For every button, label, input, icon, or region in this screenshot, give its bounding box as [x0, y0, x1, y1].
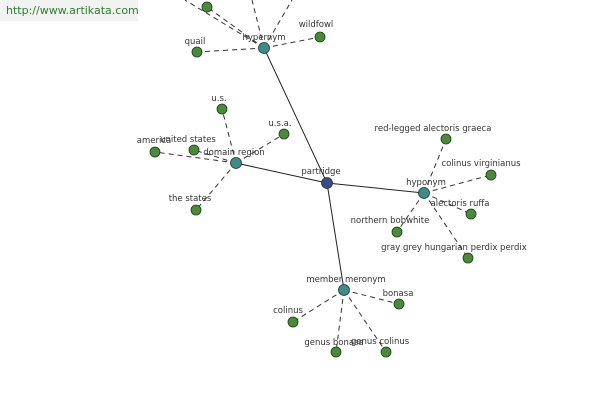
leaf-node[interactable]	[314, 31, 326, 43]
leaf-edge	[423, 174, 492, 194]
leaf-edge	[396, 192, 425, 233]
leaf-node-offscreen[interactable]	[201, 1, 213, 13]
leaf-label: bonasa	[383, 289, 414, 299]
leaf-node[interactable]	[485, 169, 497, 181]
relation-node-hypernym[interactable]	[258, 42, 270, 54]
leaf-label: u.s.a.	[268, 119, 291, 129]
leaf-node[interactable]	[462, 252, 474, 264]
relation-edge-hyponym	[326, 182, 425, 194]
leaf-node[interactable]	[278, 128, 290, 140]
relation-edge-member-meronym	[326, 182, 345, 291]
relation-label: domain region	[203, 148, 264, 158]
relation-node-member-meronym[interactable]	[338, 284, 350, 296]
leaf-node[interactable]	[149, 146, 161, 158]
leaf-edge	[221, 108, 237, 164]
relation-label: hyponym	[406, 178, 446, 188]
leaf-label: genus bonasa	[304, 338, 363, 348]
leaf-label: colinus virginianus	[441, 159, 521, 169]
relation-label: member meronym	[306, 275, 385, 285]
leaf-edge	[423, 192, 469, 259]
leaf-label: red-legged alectoris graeca	[375, 124, 492, 134]
leaf-edge	[292, 289, 345, 323]
leaf-edge	[423, 138, 447, 194]
leaf-label: wildfowl	[299, 20, 334, 30]
leaf-node[interactable]	[216, 103, 228, 115]
leaf-label: the states	[169, 194, 212, 204]
center-node[interactable]	[321, 177, 333, 189]
leaf-label: quail	[185, 37, 206, 47]
relation-node-hyponym[interactable]	[418, 187, 430, 199]
leaf-edge	[343, 289, 387, 353]
leaf-label: alectoris ruffa	[431, 199, 490, 209]
leaf-label: genus colinus	[351, 337, 410, 347]
watermark-url: http://www.artikata.com	[0, 0, 139, 21]
leaf-edge	[195, 162, 237, 211]
leaf-edge	[154, 151, 237, 164]
leaf-label: colinus	[273, 306, 303, 316]
leaf-edge	[263, 36, 321, 49]
leaf-node[interactable]	[190, 204, 202, 216]
leaf-node[interactable]	[188, 144, 200, 156]
relation-node-domain-region[interactable]	[230, 157, 242, 169]
leaf-label: america	[137, 136, 171, 146]
leaf-node[interactable]	[393, 298, 405, 310]
relation-edge-hypernym	[263, 47, 328, 184]
center-label: partridge	[301, 167, 340, 177]
leaf-edge	[235, 133, 285, 164]
leaf-label: gray grey hungarian perdix perdix	[381, 243, 527, 253]
nodes-layer	[149, 1, 497, 358]
leaf-edge	[335, 289, 345, 353]
leaf-node[interactable]	[391, 226, 403, 238]
relation-edge-domain-region	[235, 162, 328, 184]
leaf-label: u.s.	[211, 94, 226, 104]
leaf-label: northern bobwhite	[351, 216, 430, 226]
leaf-node[interactable]	[465, 208, 477, 220]
leaf-node[interactable]	[380, 346, 392, 358]
leaf-node[interactable]	[191, 46, 203, 58]
offscreen-edge	[263, 0, 293, 49]
leaf-node[interactable]	[287, 316, 299, 328]
offscreen-edge	[184, 0, 265, 49]
leaf-label: united states	[160, 135, 216, 145]
leaf-edge	[193, 149, 237, 164]
leaf-edge	[196, 47, 265, 53]
leaf-edge	[343, 289, 400, 305]
edges-layer	[154, 0, 492, 353]
leaf-node[interactable]	[330, 346, 342, 358]
relation-label: hypernym	[242, 33, 285, 43]
offscreen-edge	[206, 6, 265, 49]
leaf-node[interactable]	[440, 133, 452, 145]
